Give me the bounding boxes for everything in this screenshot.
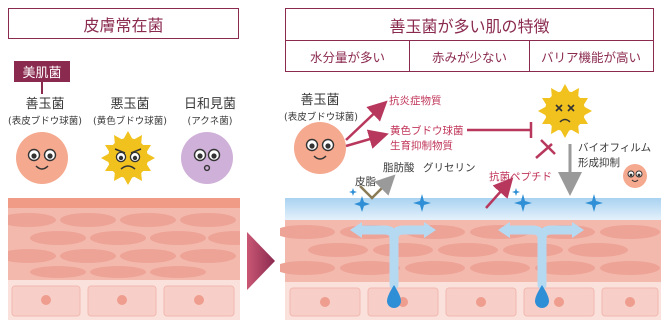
badge-connector (41, 82, 43, 94)
label-staph-inhibitor-2: 生育抑制物質 (390, 140, 453, 152)
bihada-badge: 美肌菌 (14, 61, 70, 82)
bacteria-1-name: 善玉菌 (25, 97, 65, 112)
label-anti-inflammatory: 抗炎症物質 (389, 95, 442, 107)
bacteria-2-desc: (黄色ブドウ球菌) (93, 116, 167, 127)
label-glycerin: グリセリン (423, 162, 476, 174)
small-good-bacteria-icon (623, 164, 647, 188)
moisture-arrow-2 (503, 225, 579, 290)
water-drop-icon (535, 285, 549, 308)
defeated-bad-bacteria-icon (538, 84, 592, 138)
right-title-box: 善玉菌が多い肌の特徴 (285, 8, 654, 41)
label-sebum: 皮脂 (355, 176, 376, 188)
feature-barrier: バリア機能が高い (540, 49, 641, 65)
bacteria-1-desc: (表皮ブドウ球菌) (8, 116, 82, 127)
left-title: 皮膚常在菌 (83, 15, 164, 35)
good-bacteria-desc: (表皮ブドウ球菌) (284, 112, 358, 123)
feature-moisture: 水分量が多い (286, 41, 410, 71)
transition-arrow-icon (247, 232, 275, 290)
good-bacteria-icon (294, 122, 346, 174)
label-fatty-acid: 脂肪酸 (383, 162, 415, 174)
water-drop-icon (387, 285, 401, 308)
moisture-arrow-1 (355, 225, 431, 290)
feature-redness: 赤みが少ない (410, 41, 530, 71)
good-bacteria-icon (16, 132, 68, 184)
label-staph-inhibitor-1: 黄色ブドウ球菌 (390, 125, 464, 137)
label-biofilm-2: 形成抑制 (578, 157, 620, 169)
bacteria-faces (16, 131, 233, 185)
left-skin-diagram (8, 198, 240, 320)
bacteria-3-name: 日和見菌 (183, 97, 236, 112)
label-biofilm-1: バイオフィルム (578, 142, 652, 154)
right-title: 善玉菌が多い肌の特徴 (389, 16, 550, 36)
bad-bacteria-icon (101, 131, 155, 185)
bacteria-2-name: 悪玉菌 (110, 97, 150, 112)
good-bacteria-name: 善玉菌 (300, 93, 340, 108)
feature-row: 水分量が多い 赤みが少ない バリア機能が高い (285, 40, 654, 72)
left-title-box: 皮膚常在菌 (8, 8, 239, 39)
right-skin-diagram (280, 84, 661, 320)
neutral-bacteria-icon (181, 132, 233, 184)
bacteria-3-desc: (アクネ菌) (187, 116, 233, 127)
